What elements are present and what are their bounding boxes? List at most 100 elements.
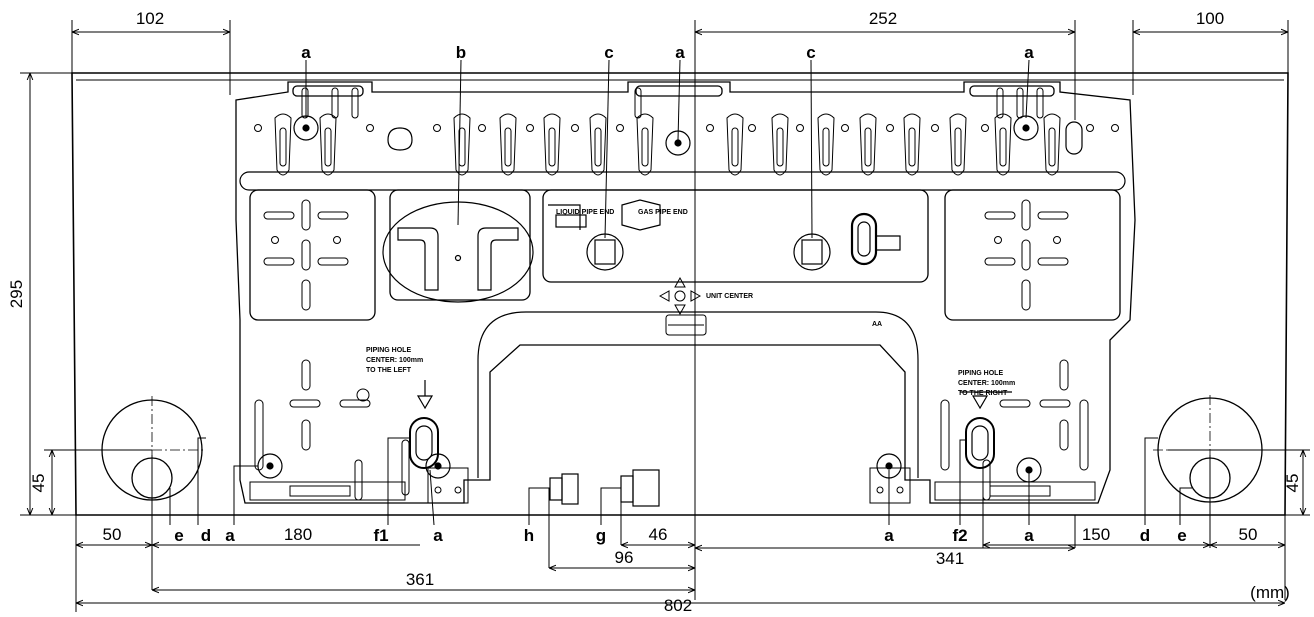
dim-pipe-height-right: 45 [1283,474,1302,493]
plate-hole [981,124,989,132]
screw-hole-center [266,462,274,470]
top-tab-slot [331,87,339,119]
hook-slot [731,127,739,167]
label-e-left: e [174,526,183,545]
upper-hook [994,113,1012,176]
top-tab-slot [634,87,642,119]
gas-pipe-end-text: GAS PIPE END [638,209,688,216]
dim-bottom-46: 46 [649,525,668,544]
dim-pipe-height-left: 45 [29,474,48,493]
label-a-bottom-left: a [225,526,235,545]
top-tab-slot [1036,87,1044,119]
dim-bottom-left-50: 50 [103,525,122,544]
plate-hole [366,124,374,132]
top-tab-slot [1016,87,1024,119]
upper-hook-row [254,87,1119,176]
dim-bottom-96: 96 [615,548,634,567]
hook-slot [776,127,784,167]
hook-slot [504,127,512,167]
label-b: b [456,43,466,62]
hook-slot [548,127,556,167]
hook-slot [908,127,916,167]
label-h: h [524,526,534,545]
plate-hole [1086,124,1094,132]
plate-hole [748,124,756,132]
unit-label: (mm) [1250,583,1290,602]
hook-slot [594,127,602,167]
label-a-bottom-right: a [1024,526,1034,545]
plate-hole [841,124,849,132]
plate-marking-aa: AA [872,321,882,328]
label-a-top-left: a [301,43,311,62]
upper-hook [726,113,744,176]
label-f1: f1 [373,526,388,545]
liquid-pipe-end-text: LIQUID PIPE END [556,209,614,216]
dim-top-center: 252 [869,9,897,28]
upper-hook [771,113,789,176]
dim-bottom-180: 180 [284,525,312,544]
wall-pipe-holes [98,395,1265,506]
label-d-right: d [1140,526,1150,545]
plate-hole [886,124,894,132]
top-tab-slot [351,87,359,119]
label-a-bottom-center-right: a [884,526,894,545]
upper-hook [859,113,877,176]
dim-bottom-361: 361 [406,570,434,589]
hook-slot [822,127,830,167]
piping-hole-slots [409,380,1012,469]
dim-bottom-341: 341 [936,549,964,568]
label-g: g [596,526,606,545]
leader-lines [169,59,1192,526]
dim-overall-802: 802 [664,596,692,612]
plate-hole [931,124,939,132]
hook-slot [999,127,1007,167]
plate-hole [1111,124,1119,132]
screw-hole [425,453,451,479]
c-pipe-end-markers [548,199,901,271]
upper-hook [817,113,835,176]
upper-hook [903,113,921,176]
plate-hole [796,124,804,132]
mounting-plate [235,81,1136,504]
right-piping-note-2: CENTER: 100mm [958,380,1015,387]
right-piping-note-3: TO THE RIGHT [958,390,1008,397]
hook-slot [641,127,649,167]
plate-hole [254,124,262,132]
upper-hook [1043,113,1061,176]
plate-hole [526,124,534,132]
dim-height: 295 [7,280,26,308]
top-tab-slot [996,87,1004,119]
label-d-left: d [201,526,211,545]
label-c-left: c [604,43,613,62]
screw-hole-center [1022,124,1030,132]
hook-slot [279,127,287,167]
plate-hole [616,124,624,132]
unit-center-mark [658,276,707,336]
unit-center-text: UNIT CENTER [706,293,753,300]
upper-hook [543,113,561,176]
dim-top-right: 100 [1196,9,1224,28]
left-piping-note-1: PIPING HOLE [366,347,411,354]
keyhole [387,127,413,151]
label-a-top-center: a [675,43,685,62]
a-screw-holes [257,115,1083,483]
label-a-bottom-center-left: a [433,526,443,545]
label-c-right: c [806,43,815,62]
dim-bottom-right-50: 50 [1239,525,1258,544]
plate-hole [478,124,486,132]
bottom-brackets [249,467,1096,504]
label-e-right: e [1177,526,1186,545]
screw-hole-center [302,124,310,132]
upper-hook [949,113,967,176]
pipe-fittings [549,469,660,507]
unit-outline [71,72,1289,516]
hook-slot [864,127,872,167]
dim-bottom-150: 150 [1082,525,1110,544]
left-piping-note-2: CENTER: 100mm [366,357,423,364]
side-slot-patterns [254,199,1089,501]
right-piping-note-1: PIPING HOLE [958,370,1003,377]
hook-slot [954,127,962,167]
dimension-lines [30,32,1303,603]
plate-hole [571,124,579,132]
